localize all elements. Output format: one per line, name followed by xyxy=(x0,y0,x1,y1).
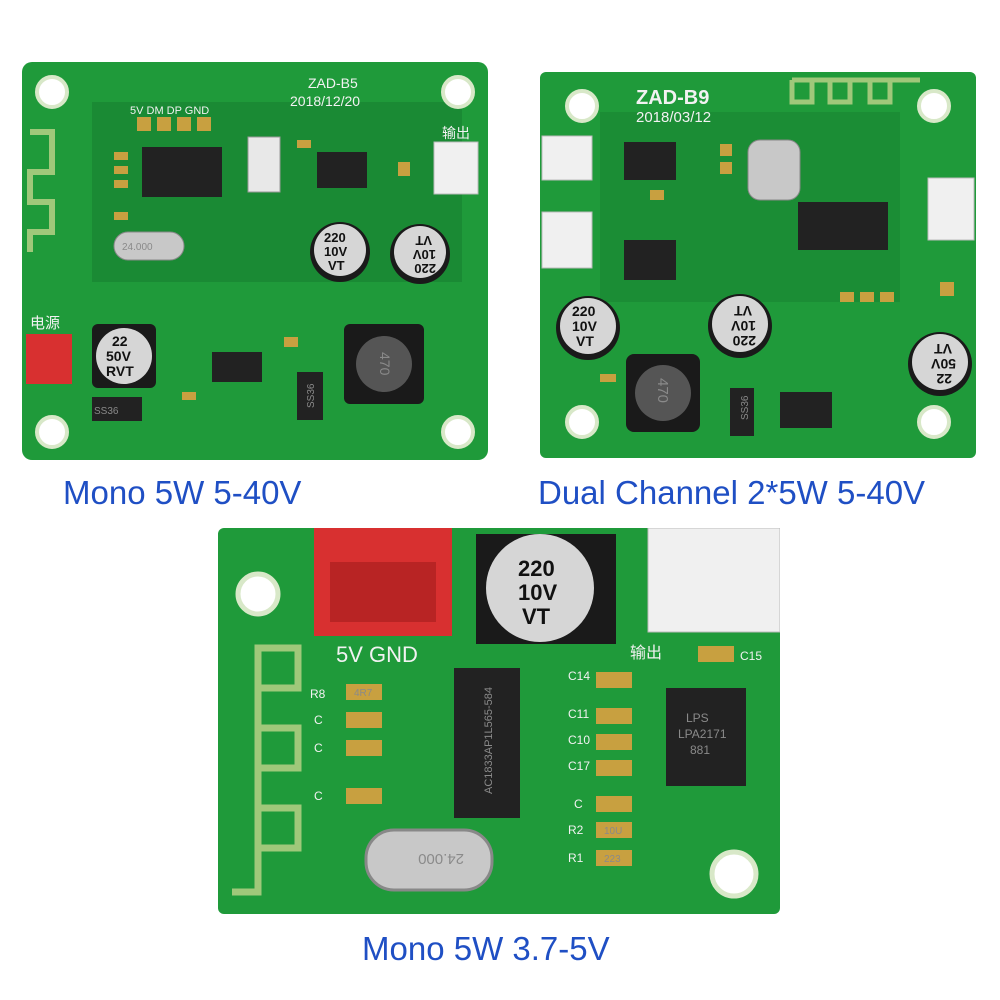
board1-cap-b-line2: 10V xyxy=(413,247,436,262)
board3-pcb xyxy=(218,528,780,914)
board2-cap-b-line3: VT xyxy=(734,303,752,319)
board3-c-c: C xyxy=(314,789,323,803)
board2-cap-a-line3: VT xyxy=(576,333,594,349)
board1-cap-c-line2: 50V xyxy=(106,348,132,364)
board1-usb-labels: 5V DM DP GND xyxy=(130,105,209,117)
caption-board2: Dual Channel 2*5W 5-40V xyxy=(538,474,926,511)
board3-chip-amp-3: 881 xyxy=(690,743,710,757)
caption-board1: Mono 5W 5-40V xyxy=(63,474,302,511)
board3-c11: C11 xyxy=(568,707,589,721)
board1-power-label: 电源 xyxy=(30,315,60,332)
board-mono-5w-40v: ZAD-B5 2018/12/20 5V DM DP GND 输出 电源 24.… xyxy=(22,62,488,460)
board2-cap-c-line1: 22 xyxy=(936,371,952,387)
board1-output-label: 输出 xyxy=(442,125,470,141)
board1-cap-b-line3: VT xyxy=(415,233,432,248)
board3-chip-main: AC1833AP1L565-584 xyxy=(483,687,495,794)
board3-c14: C14 xyxy=(568,669,590,683)
board2-pcb xyxy=(540,72,976,458)
board2-cap-b-line2: 10V xyxy=(730,318,756,334)
board2-cap-b-line1: 220 xyxy=(732,333,756,349)
board1-cap-a-line3: VT xyxy=(328,258,345,273)
board1-cap-c-line3: RVT xyxy=(106,363,134,379)
board3-code-223: 223 xyxy=(604,854,621,865)
board1-cap-a-line1: 220 xyxy=(324,230,346,245)
board1-cap-c-line1: 22 xyxy=(112,333,128,349)
board3-crystal: 24.000 xyxy=(418,850,464,867)
board2-cap-c-line3: VT xyxy=(934,341,952,357)
board1-diode: SS36 xyxy=(94,406,119,417)
board3-c15: C15 xyxy=(740,649,762,663)
board2-model: ZAD-B9 xyxy=(636,87,709,109)
board3-output-label: 输出 xyxy=(630,644,662,662)
board2-date: 2018/03/12 xyxy=(636,109,711,126)
board1-cap-a-line2: 10V xyxy=(324,244,347,259)
board3-c-d: C xyxy=(574,797,583,811)
board3-cap-line1: 220 xyxy=(518,556,555,581)
board3-silk: 5V GND 输出 R8 C C C C14 C11 C10 C17 C R2 … xyxy=(310,556,762,867)
board3-chip-amp-1: LPS xyxy=(686,711,709,725)
board1-date: 2018/12/20 xyxy=(290,93,360,109)
board1-diode2: SS36 xyxy=(306,383,317,408)
board3-code-4r7: 4R7 xyxy=(354,688,373,699)
board3-c10: C10 xyxy=(568,733,590,747)
board2-silk: ZAD-B9 2018/03/12 SS36 470 220 10V VT 22… xyxy=(572,87,956,420)
board3-power-label: 5V GND xyxy=(336,642,418,667)
board3-code-10u: 10U xyxy=(604,826,622,837)
board1-silk: ZAD-B5 2018/12/20 5V DM DP GND 输出 电源 24.… xyxy=(30,75,470,417)
board2-diode: SS36 xyxy=(740,395,751,420)
board3-c-b: C xyxy=(314,741,323,755)
board1-model: ZAD-B5 xyxy=(308,75,358,91)
board2-cap-a-line1: 220 xyxy=(572,303,596,319)
board2-cap-a-line2: 10V xyxy=(572,318,598,334)
board3-r8: R8 xyxy=(310,687,326,701)
board1-cap-b-line1: 220 xyxy=(414,261,436,276)
caption-board3: Mono 5W 3.7-5V xyxy=(362,930,610,967)
board3-cap-line3: VT xyxy=(522,604,551,629)
board3-cap-line2: 10V xyxy=(518,580,557,605)
board1-crystal: 24.000 xyxy=(122,242,153,253)
board2-inductor: 470 xyxy=(654,378,671,403)
board3-c-a: C xyxy=(314,713,323,727)
board-mono-3v7: 5V GND 输出 R8 C C C C14 C11 C10 C17 C R2 … xyxy=(218,528,780,914)
board-dual-channel: ZAD-B9 2018/03/12 SS36 470 220 10V VT 22… xyxy=(540,72,976,458)
board3-chip-amp-2: LPA2171 xyxy=(678,727,727,741)
board1-inductor: 470 xyxy=(377,352,393,376)
board2-cap-c-line2: 50V xyxy=(930,356,956,372)
board3-r2: R2 xyxy=(568,823,584,837)
board1-pcb xyxy=(22,62,488,460)
board3-r1: R1 xyxy=(568,851,584,865)
board3-c17: C17 xyxy=(568,759,590,773)
